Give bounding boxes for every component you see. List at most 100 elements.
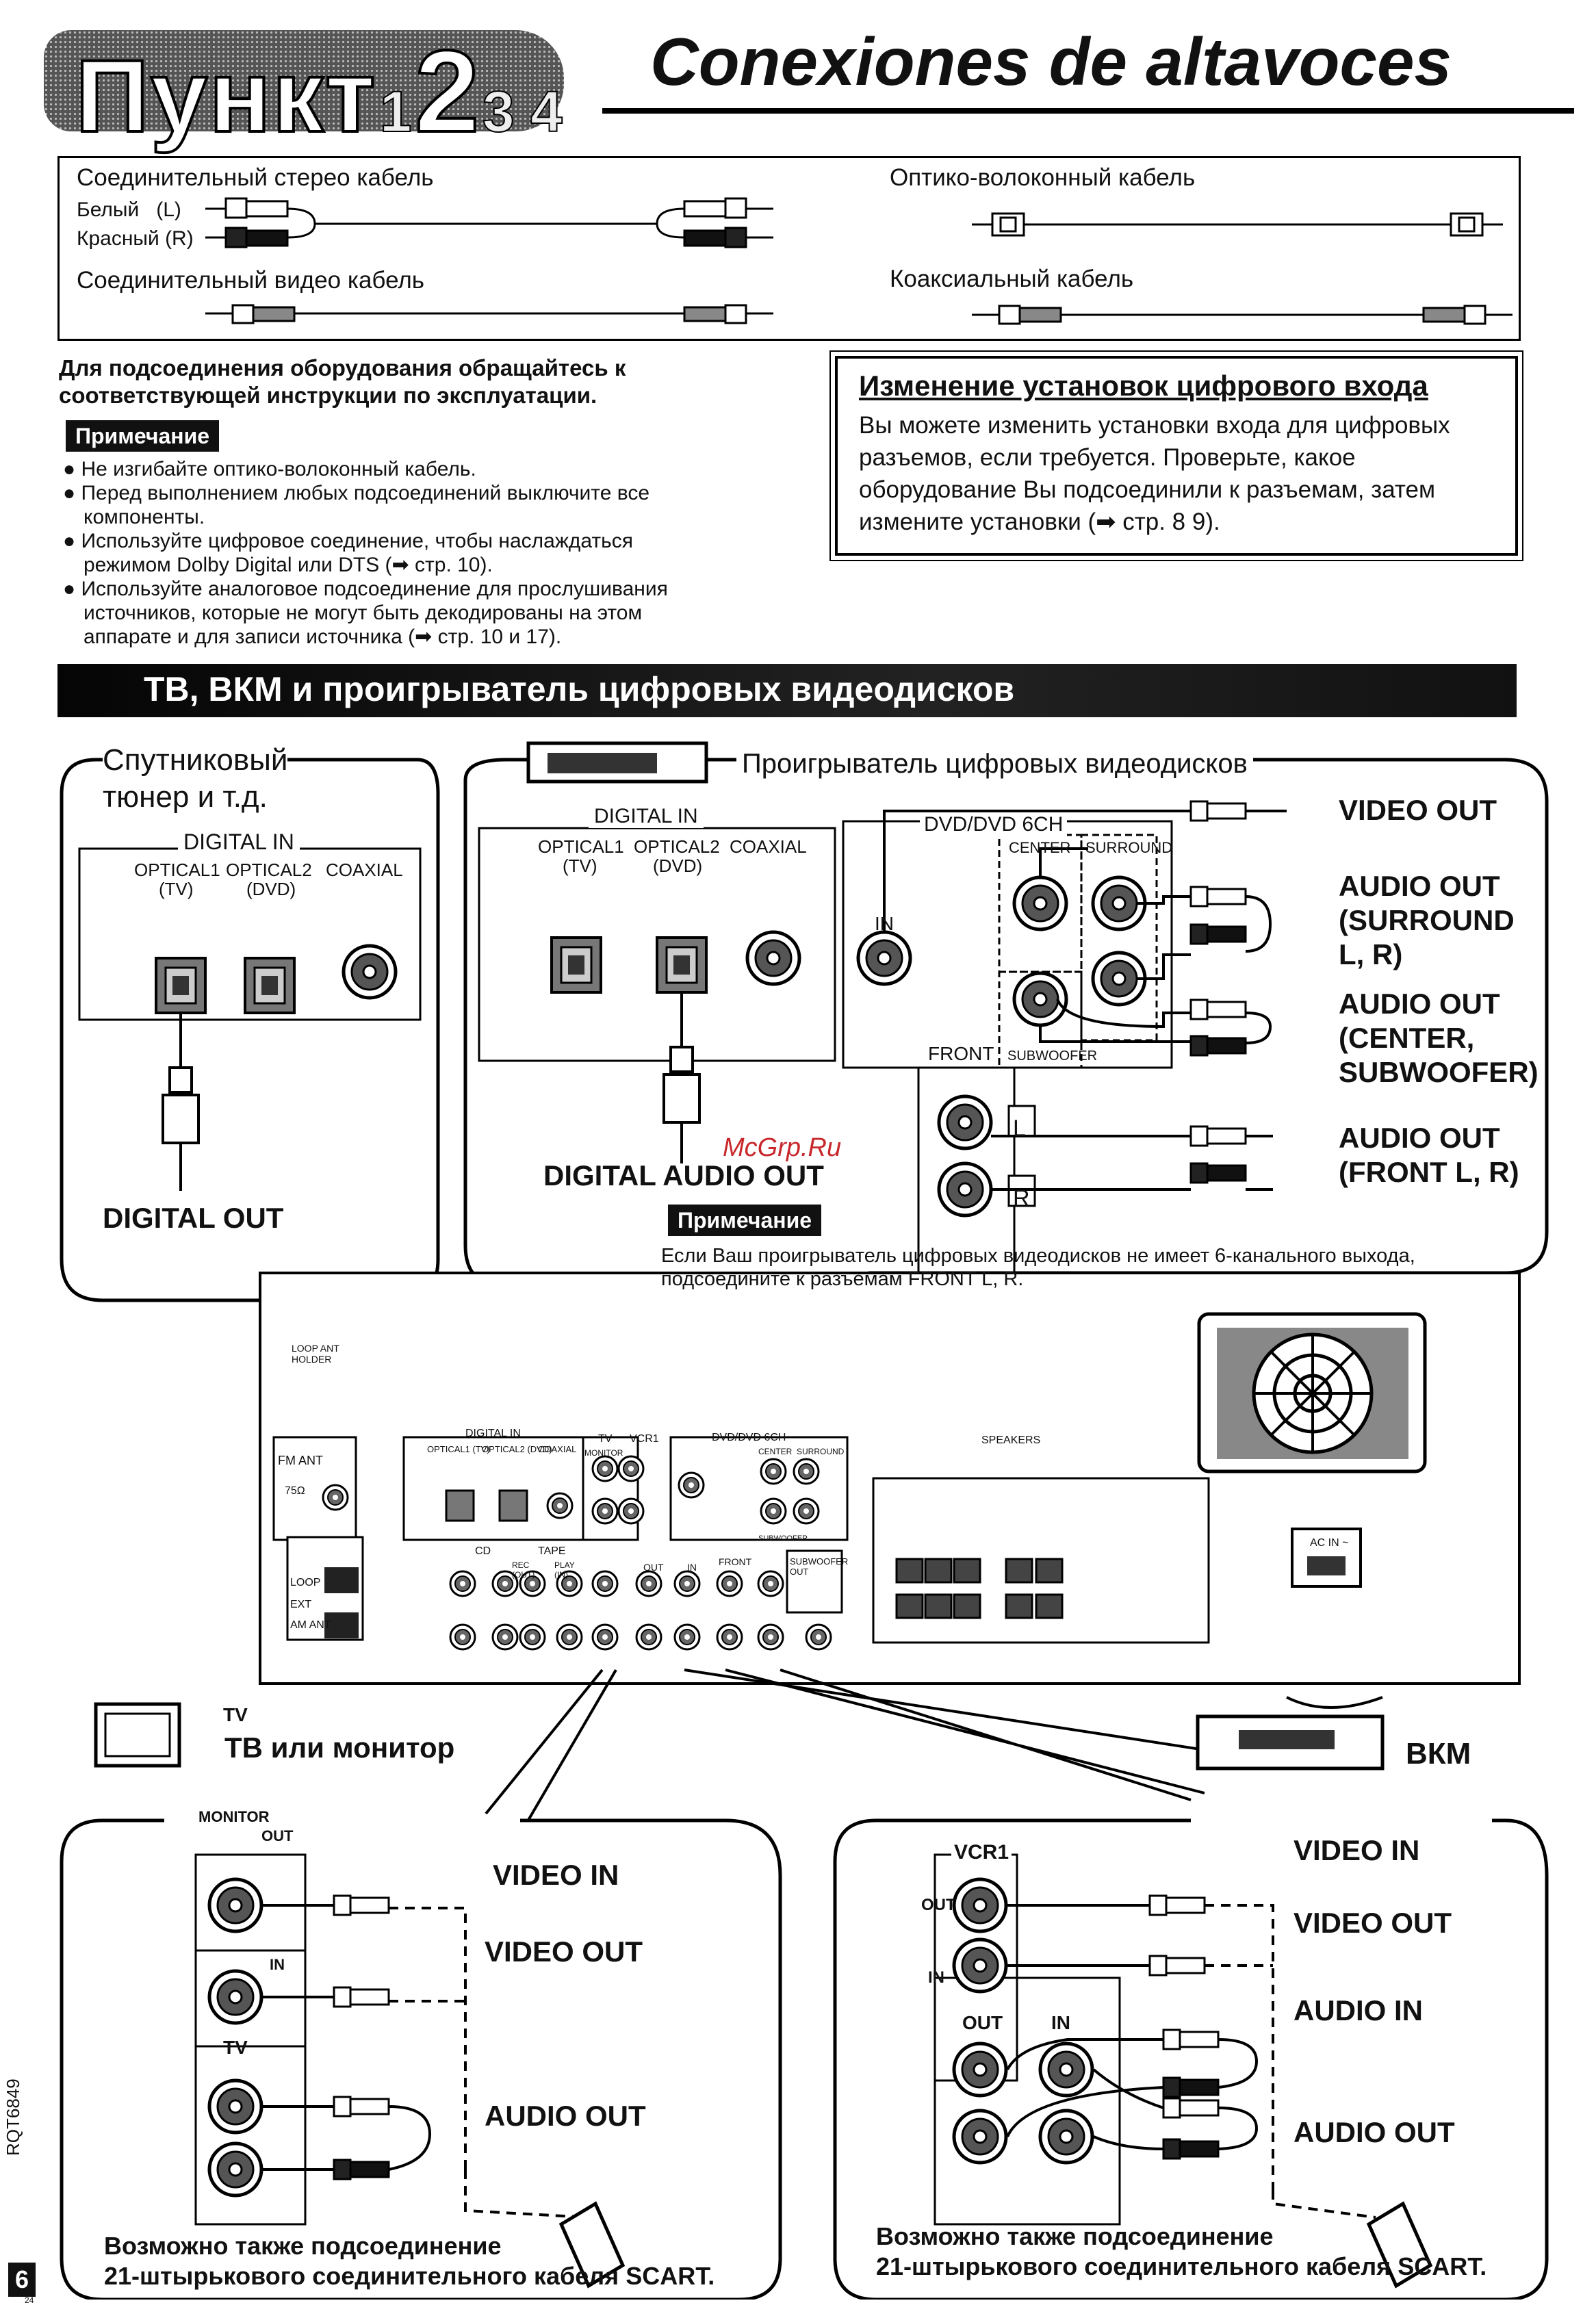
vcr-box-title: ВКМ [1406, 1737, 1471, 1770]
bullet-item: ● Используйте аналоговое подсоединение д… [63, 578, 668, 600]
page-number: 6 [8, 2263, 36, 2297]
am-ant-label: AM ANT [290, 1619, 331, 1631]
red-label: Красный (R) [77, 227, 194, 250]
infobox-title: Изменение установок цифрового входа [859, 370, 1428, 402]
panel-optical1: OPTICAL1 (TV) [427, 1444, 490, 1454]
dvd-subwoofer-label: SUBWOOFER [1007, 1048, 1098, 1064]
step-number-1: 1 [379, 79, 413, 144]
dvd-audio-out-surround: AUDIO OUT (SURROUND L, R) [1339, 870, 1515, 970]
vcr-audio-in: AUDIO IN [1293, 1994, 1423, 2026]
panel-cd: CD [475, 1545, 491, 1557]
panel-out: OUT [643, 1562, 664, 1573]
dvd-video-out: VIDEO OUT [1339, 794, 1497, 826]
tv-box-out: OUT [261, 1827, 294, 1844]
dvd-optical2: OPTICAL2 [634, 836, 720, 857]
section-bar [57, 664, 1517, 717]
bullet-item: аппарате и для записи источника (➡ стр. … [83, 626, 562, 648]
cables-legend-box [57, 156, 1521, 341]
dvd-front-r: R [1013, 1185, 1030, 1211]
panel-speakers: SPEAKERS [979, 1434, 1044, 1447]
panel-monitor: MONITOR [584, 1448, 623, 1458]
white-label: Белый (L) [77, 198, 181, 221]
cable-drawings [205, 197, 1513, 325]
panel-surround: SURROUND [797, 1447, 845, 1456]
dvd-6ch-title: DVD/DVD 6CH [920, 813, 1068, 836]
tuner-title-1: Спутниковый [103, 743, 288, 777]
section-title: ТВ, ВКМ и проигрыватель цифровых видеоди… [144, 670, 1015, 708]
dvd-center-label: CENTER [1009, 839, 1071, 856]
tuner-tv: (TV) [159, 879, 194, 899]
vcr-box-in-2: IN [1051, 2012, 1070, 2033]
digital-input-settings-box [829, 350, 1523, 561]
vcr-box-out-2: OUT [962, 2012, 1003, 2033]
dvd-coaxial: COAXIAL [730, 836, 807, 857]
optical-cable-title: Оптико-волоконный кабель [890, 164, 1196, 191]
panel-subwoofer-out: SUBWOOFER OUT [790, 1556, 849, 1577]
bullet-item: ● Используйте цифровое соединение, чтобы… [63, 530, 634, 552]
tv-video-out: VIDEO OUT [485, 1935, 643, 1968]
panel-dvd6ch: DVD/DVD 6CH [712, 1432, 786, 1443]
vcr-box-out: OUT [921, 1896, 956, 1914]
vcr-box-vcr1: VCR1 [951, 1841, 1012, 1864]
panel-in: IN [687, 1562, 697, 1573]
dvd-title: Проигрыватель цифровых видеодисков [736, 749, 1253, 780]
title-rule [602, 108, 1574, 114]
dvd-tv: (TV) [563, 855, 597, 876]
tv-callout [60, 1818, 782, 2300]
vcr-video-out: VIDEO OUT [1293, 1907, 1452, 1939]
dvd-note: Если Ваш проигрыватель цифровых видеодис… [661, 1245, 1415, 1290]
panel-center: CENTER [758, 1447, 793, 1456]
dvd-surround-label: SURROUND [1085, 839, 1173, 856]
panel-front: FRONT [719, 1556, 752, 1567]
bullet-item: источников, которые не могут быть декоди… [83, 602, 643, 624]
dvd-front-l: L [1013, 1116, 1026, 1142]
infobox-body: Вы можете изменить установки входа для ц… [859, 412, 1450, 535]
panel-tv: TV [598, 1433, 613, 1445]
tuner-title-2: тюнер и т.д. [103, 780, 268, 814]
dvd-audio-out-center: AUDIO OUT (CENTER, SUBWOOFER) [1339, 988, 1539, 1088]
video-cable-title: Соединительный видео кабель [77, 267, 425, 294]
bullet-item: ● Перед выполнением любых подсоединений … [63, 482, 650, 504]
connection-diagram [60, 741, 1549, 2300]
panel-rec: REC (OUT) [512, 1560, 535, 1580]
panel-vcr1: VCR1 [630, 1433, 659, 1445]
intro-line-2: соответствующей инструкции по эксплуатац… [59, 383, 597, 408]
stereo-cable-title: Соединительный стерео кабель [77, 164, 434, 191]
dvd-digital-audio-out: DIGITAL AUDIO OUT [543, 1159, 824, 1192]
tv-box-title: ТВ или монитор [220, 1731, 459, 1764]
step-number-current: 2 [413, 25, 481, 158]
loop-label: LOOP [290, 1577, 321, 1588]
dvd-front-label: FRONT [928, 1043, 994, 1064]
step-banner [44, 30, 564, 131]
coax-cable-title: Коаксиальный кабель [890, 266, 1134, 292]
vcr-scart-note: Возможно также подсоединение 21-штырьков… [876, 2222, 1487, 2280]
dvd-audio-out-front: AUDIO OUT (FRONT L, R) [1339, 1122, 1519, 1188]
tv-scart-note: Возможно также подсоединение 21-штырьков… [104, 2232, 715, 2290]
vcr-audio-out: AUDIO OUT [1293, 2116, 1455, 2148]
panel-digital-in: DIGITAL IN [465, 1428, 521, 1439]
note-label: Примечание [66, 420, 220, 452]
dvd-in-label: IN [875, 913, 894, 934]
panel-tape: TAPE [538, 1545, 566, 1557]
bullet-item: ● Не изгибайте оптико-волоконный кабель. [63, 458, 476, 480]
panel-play: PLAY (IN) [554, 1560, 575, 1580]
tuner-coaxial: COAXIAL [326, 860, 403, 880]
bullet-item: режимом Dolby Digital или DTS (➡ стр. 10… [83, 554, 493, 576]
tv-box-tv-2: TV [223, 2037, 248, 2058]
step-indicator: Пункт 1 2 3 4 [74, 25, 563, 159]
vcr-box-in: IN [928, 1968, 944, 1987]
tv-box-tv: TV [223, 1704, 248, 1725]
bullet-item: компоненты. [83, 506, 205, 528]
dvd-optical1: OPTICAL1 [538, 836, 624, 857]
tv-box-monitor: MONITOR [198, 1808, 270, 1825]
page-sub: 24 [25, 2295, 34, 2305]
tuner-optical1: OPTICAL1 [134, 860, 220, 880]
tv-video-in: VIDEO IN [493, 1859, 619, 1891]
dvd-dvd: (DVD) [653, 855, 703, 876]
watermark: McGrp.Ru [723, 1133, 842, 1162]
page-title: Conexiones de altavoces [650, 24, 1452, 99]
intro-bullets: ● Не изгибайте оптико-волоконный кабель.… [63, 457, 668, 649]
dvd-digital-in: DIGITAL IN [589, 805, 704, 828]
tv-audio-out: AUDIO OUT [485, 2100, 646, 2132]
doc-code: RQT6849 [3, 2078, 23, 2156]
